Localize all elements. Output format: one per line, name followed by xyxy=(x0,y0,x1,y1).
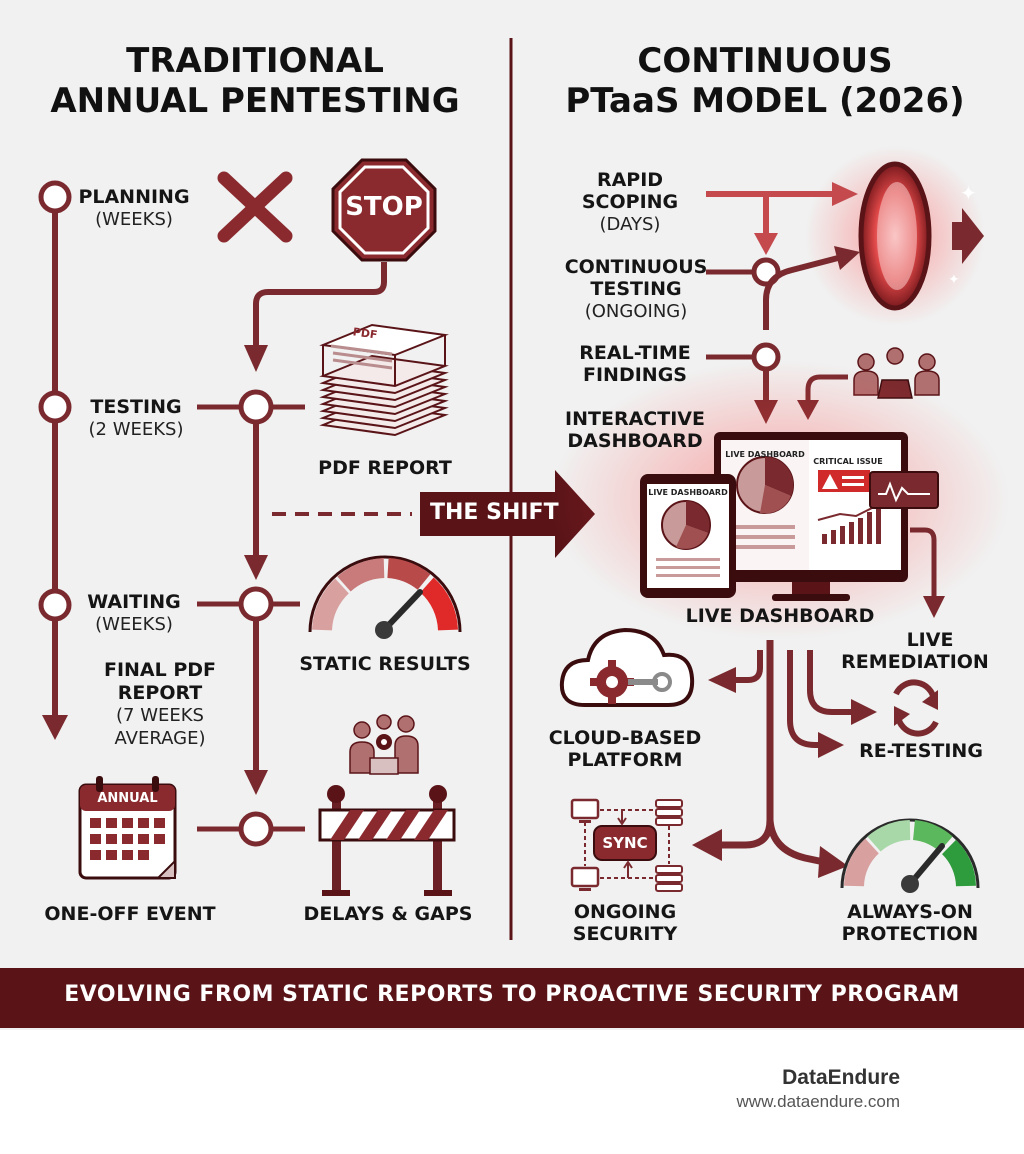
cross-icon xyxy=(217,171,293,243)
live-remediation-line2: REMEDIATION xyxy=(841,651,989,673)
critical-issue-text: CRITICAL ISSUE xyxy=(813,457,883,466)
planning-sub: (WEEKS) xyxy=(95,209,173,230)
continuous-label-line2: TESTING xyxy=(590,278,682,300)
sync-label: SYNC xyxy=(602,834,648,852)
left-timeline-arrowhead xyxy=(42,715,68,740)
footer-area xyxy=(0,1030,1024,1154)
one-off-event-label: ONE-OFF EVENT xyxy=(44,903,216,925)
sync-network-icon xyxy=(570,798,683,892)
testing-sub: (2 WEEKS) xyxy=(88,419,184,440)
green-gauge-icon xyxy=(840,818,980,893)
final-report-line2: REPORT xyxy=(117,682,203,704)
brand-name: DataEndure xyxy=(782,1066,900,1089)
left-title-line1: TRADITIONAL xyxy=(126,41,384,81)
monitor-dashboard-title: LIVE DASHBOARD xyxy=(725,450,805,459)
ongoing-label-line1: ONGOING xyxy=(573,901,677,923)
testing-label: TESTING xyxy=(90,396,182,418)
final-report-line4: AVERAGE) xyxy=(114,728,206,749)
retesting-label: RE-TESTING xyxy=(859,740,983,762)
stop-flow-arrow xyxy=(253,262,387,350)
right-title-line1: CONTINUOUS xyxy=(637,41,893,81)
always-on-line1: ALWAYS-ON xyxy=(847,901,973,923)
live-dashboard-label: LIVE DASHBOARD xyxy=(685,605,875,627)
cloud-gear-icon xyxy=(559,627,695,707)
calendar-label: ANNUAL xyxy=(97,791,158,806)
waiting-branch-node xyxy=(238,586,274,622)
gauge-icon xyxy=(308,555,462,639)
delays-gaps-label: DELAYS & GAPS xyxy=(303,903,473,925)
barrier-icon xyxy=(318,785,456,896)
refresh-icon xyxy=(893,679,939,737)
cloud-label-line2: PLATFORM xyxy=(567,749,683,771)
final-report-line1: FINAL PDF xyxy=(103,659,217,681)
alert-card-icon xyxy=(869,471,939,509)
realtime-label-line1: REAL-TIME xyxy=(579,342,691,364)
waiting-label: WAITING xyxy=(87,591,181,613)
testing-branch-node xyxy=(238,389,274,425)
tablet-dashboard-title: LIVE DASHBOARD xyxy=(648,488,728,497)
brand-url[interactable]: www.dataendure.com xyxy=(736,1092,900,1111)
rapid-sub: (DAYS) xyxy=(599,214,661,235)
interactive-label-line2: DASHBOARD xyxy=(567,430,703,452)
testing-node xyxy=(38,390,72,424)
tablet-icon xyxy=(640,474,736,598)
static-results-label: STATIC RESULTS xyxy=(299,653,471,675)
pdf-stack-icon xyxy=(319,323,449,437)
continuous-sub: (ONGOING) xyxy=(584,301,688,322)
the-shift-label: THE SHIFT xyxy=(430,500,559,525)
rapid-label-line2: SCOPING xyxy=(581,191,679,213)
banner-text: EVOLVING FROM STATIC REPORTS TO PROACTIV… xyxy=(64,982,960,1007)
cloud-label-line1: CLOUD-BASED xyxy=(548,727,702,749)
realtime-label-line2: FINDINGS xyxy=(583,364,687,386)
continuous-label-line1: CONTINUOUS xyxy=(564,256,708,278)
planning-node xyxy=(38,180,72,214)
right-title-line2: PTaaS MODEL (2026) xyxy=(565,81,965,121)
team-gear-icon xyxy=(349,714,419,775)
svg-text:✦: ✦ xyxy=(948,272,960,288)
banner-bar xyxy=(0,968,1024,1028)
pdf-report-label: PDF REPORT xyxy=(318,457,452,479)
calendar-icon xyxy=(78,776,177,880)
always-on-line2: PROTECTION xyxy=(841,923,979,945)
waiting-node xyxy=(38,588,72,622)
interactive-label-line1: INTERACTIVE xyxy=(565,408,705,430)
stop-sign-icon xyxy=(331,158,437,262)
rapid-label-line1: RAPID xyxy=(596,169,664,191)
ongoing-label-line2: SECURITY xyxy=(572,923,678,945)
final-report-line3: (7 WEEKS xyxy=(116,705,204,726)
left-title-line2: ANNUAL PENTESTING xyxy=(50,81,460,121)
svg-text:✦: ✦ xyxy=(960,181,977,205)
planning-label: PLANNING xyxy=(78,186,190,208)
waiting-sub: (WEEKS) xyxy=(95,614,173,635)
live-remediation-line1: LIVE xyxy=(906,629,954,651)
delays-branch-node xyxy=(238,811,274,847)
stop-text: STOP xyxy=(345,192,423,222)
portal-exit-arrow xyxy=(952,208,984,264)
